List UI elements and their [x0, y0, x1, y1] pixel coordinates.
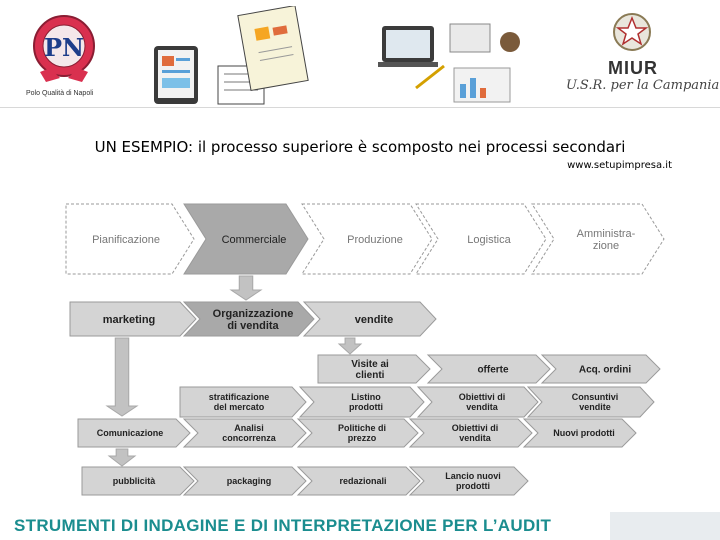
main-process-4: [531, 203, 665, 275]
logo-caption: Polo Qualità di Napoli: [26, 90, 94, 97]
row6-step-1: [182, 466, 307, 496]
subprocess-label-2: vendite: [355, 314, 394, 326]
header-banner: PN Polo Qualità di Napoli MI: [0, 0, 720, 108]
row5-step-0: [77, 418, 191, 448]
arrow-comunicazione-down: [107, 448, 137, 467]
row5-step-label-0: Comunicazione: [97, 428, 164, 438]
slide-subtitle: UN ESEMPIO: il processo superiore è scom…: [94, 138, 626, 156]
polo-qualita-logo: PN: [33, 15, 95, 82]
row6-step-label-2: redazionali: [339, 476, 386, 486]
main-process-2: [301, 203, 433, 275]
row4-step-0: [179, 386, 307, 418]
row5-step-3: [408, 418, 533, 448]
row5-step-4: [522, 418, 637, 448]
vendite-step-2: [540, 354, 661, 384]
row6-step-2: [296, 466, 421, 496]
row6-step-label-1: packaging: [227, 476, 272, 486]
main-process-label-3: Logistica: [467, 234, 511, 246]
arrow-marketing-down: [105, 337, 139, 417]
main-process-0: [65, 203, 195, 275]
row6-step-label-0: pubblicità: [113, 476, 156, 486]
row5-step-1: [182, 418, 307, 448]
main-process-1: [183, 203, 309, 275]
miur-label: MIUR: [608, 58, 658, 78]
italian-emblem: [613, 13, 651, 51]
process-decomposition-diagram: Pianificazione Commerciale Produzione Logis…: [65, 203, 665, 496]
vendite-step-0: [317, 354, 431, 384]
vendite-step-label-2: Acq. ordini: [579, 365, 631, 376]
header-divider: [0, 107, 720, 108]
main-process-3: [415, 203, 547, 275]
arrow-vendite-down: [337, 337, 363, 355]
arrow-commerciale-down: [229, 275, 263, 301]
subprocess-2: [302, 301, 437, 337]
row5-step-2: [296, 418, 419, 448]
row4-step-3: [526, 386, 655, 418]
office-illustration: [154, 6, 520, 105]
row6-step-3: [408, 466, 529, 496]
vendite-step-1: [426, 354, 551, 384]
usr-label: U.S.R. per la Campania: [566, 78, 720, 93]
main-process-label-0: Pianificazione: [92, 234, 160, 246]
main-process-label-1: Commerciale: [222, 234, 287, 246]
vendite-step-label-1: offerte: [477, 365, 509, 376]
row4-step-2: [416, 386, 539, 418]
row5-step-label-4: Nuovi prodotti: [553, 428, 615, 438]
row4-step-1: [298, 386, 425, 418]
footer-title: STRUMENTI DI INDAGINE E DI INTERPRETAZIO…: [0, 512, 610, 540]
subprocess-1: [182, 301, 315, 337]
row6-step-0: [81, 466, 195, 496]
subprocess-0: [69, 301, 197, 337]
main-process-label-2: Produzione: [347, 234, 403, 246]
svg-text:PN: PN: [44, 33, 84, 62]
subprocess-label-0: marketing: [103, 314, 156, 326]
source-link: www.setupimpresa.it: [567, 160, 672, 171]
main-process-label-4: Amministra-zione: [577, 228, 636, 252]
